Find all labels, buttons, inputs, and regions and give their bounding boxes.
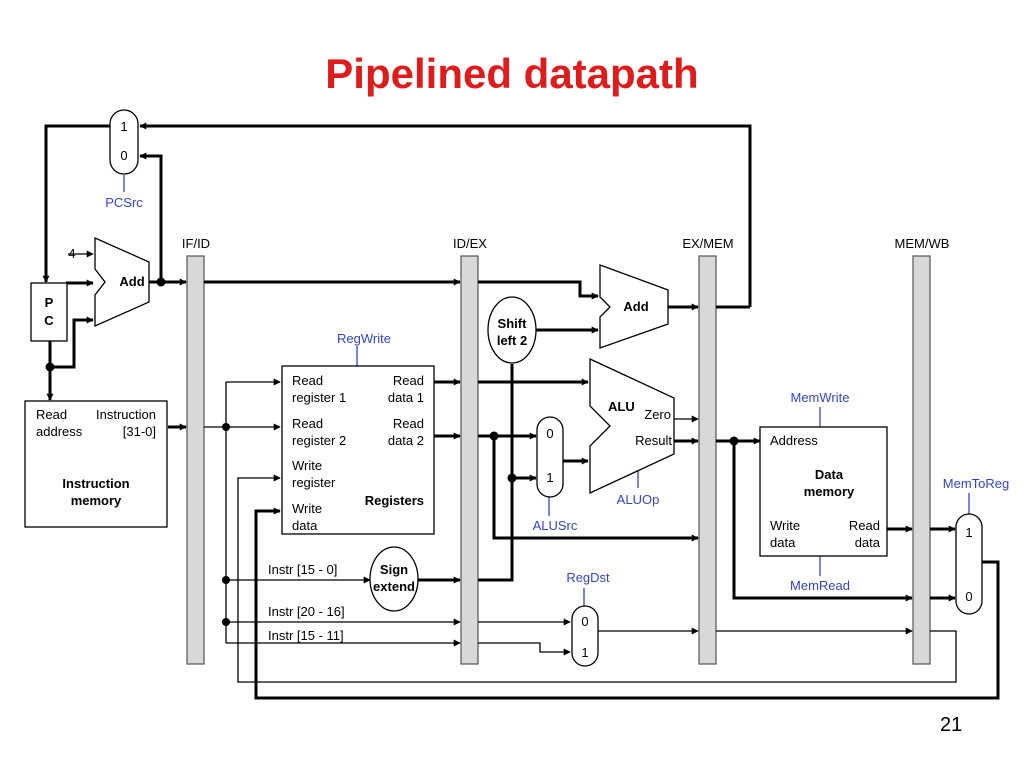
dmem-name-2: memory [804, 484, 855, 499]
dmem-address-label: Address [770, 433, 818, 448]
memread-label: MemRead [790, 578, 850, 593]
pcsrc-label: PCSrc [105, 195, 143, 210]
reg-read-register-2-b: register 2 [292, 433, 346, 448]
imem-instruction-label: Instruction [96, 407, 156, 422]
instr-field-20-16: Instr [20 - 16] [268, 604, 345, 619]
dmem-name-1: Data [815, 467, 844, 482]
memtoreg-mux: 1 0 [955, 513, 983, 615]
reg-write-data-a: Write [292, 501, 322, 516]
id-ex-label: ID/EX [453, 236, 487, 251]
imem-read-label: Read [36, 407, 67, 422]
reg-write-register-b: register [292, 475, 336, 490]
imem-instruction-bits: [31-0] [123, 424, 156, 439]
alu-zero-label: Zero [644, 407, 671, 422]
pc-label-c: C [44, 313, 54, 328]
pcsrc-mux: 1 0 [109, 109, 139, 175]
pc-label-p: P [45, 295, 54, 310]
regdst-mux-input-0: 0 [581, 614, 588, 629]
imem-address-label: address [36, 424, 83, 439]
shift-left-label-2: left 2 [497, 333, 527, 348]
reg-read-data-2-b: data 2 [388, 433, 424, 448]
memwrite-label: MemWrite [791, 390, 850, 405]
junction-dots [45, 277, 739, 626]
id-ex-register [460, 255, 479, 665]
alu-label: ALU [608, 399, 635, 414]
reg-read-data-1-a: Read [393, 373, 424, 388]
registers-name: Registers [365, 493, 424, 508]
reg-read-register-1-b: register 1 [292, 390, 346, 405]
dmem-write-data-b: data [770, 535, 796, 550]
shift-left-2: Shift left 2 [487, 296, 537, 364]
slide-number: 21 [940, 714, 963, 736]
alusrc-mux: 0 1 [536, 416, 564, 498]
branch-adder: Add [599, 264, 669, 349]
reg-write-register-a: Write [292, 458, 322, 473]
branch-adder-label: Add [623, 299, 648, 314]
sign-extend-label-1: Sign [380, 562, 408, 577]
ex-mem-register [698, 255, 717, 665]
reg-read-data-2-a: Read [393, 416, 424, 431]
mem-wb-register [912, 255, 931, 665]
sign-extend: Sign extend [369, 546, 419, 612]
wires-thick [42, 122, 1000, 700]
ex-mem-label: EX/MEM [682, 236, 733, 251]
reg-read-register-1-a: Read [292, 373, 323, 388]
regwrite-label: RegWrite [337, 331, 391, 346]
regdst-mux: 0 1 [571, 605, 599, 667]
sign-extend-label-2: extend [373, 579, 415, 594]
if-id-label: IF/ID [182, 236, 210, 251]
mem-wb-label: MEM/WB [895, 236, 950, 251]
instr-field-15-0: Instr [15 - 0] [268, 562, 337, 577]
dmem-write-data-a: Write [770, 518, 800, 533]
program-counter: P C [30, 282, 68, 342]
pcsrc-mux-input-1: 1 [120, 119, 127, 134]
constant-four: 4 [68, 246, 75, 261]
imem-name-1: Instruction [62, 476, 129, 491]
slide-title: Pipelined datapath [325, 50, 699, 97]
alu-result-label: Result [635, 433, 672, 448]
alu: ALU Zero Result [589, 357, 675, 495]
memtoreg-mux-input-1: 1 [965, 525, 972, 540]
pipeline-registers: IF/ID ID/EX EX/MEM MEM/WB [182, 236, 950, 665]
aluop-label: ALUOp [617, 492, 660, 507]
alusrc-mux-input-1: 1 [546, 470, 553, 485]
pc-adder: Add [94, 236, 150, 328]
memtoreg-label: MemToReg [943, 476, 1009, 491]
if-id-register [186, 255, 205, 665]
data-memory: Address Data memory Write data Read data [759, 426, 888, 557]
alusrc-mux-input-0: 0 [546, 426, 553, 441]
reg-write-data-b: data [292, 518, 318, 533]
dmem-read-data-b: data [855, 535, 881, 550]
regdst-label: RegDst [566, 570, 610, 585]
shift-left-label-1: Shift [498, 316, 528, 331]
reg-read-register-2-a: Read [292, 416, 323, 431]
alusrc-label: ALUSrc [533, 518, 578, 533]
instr-field-15-11: Instr [15 - 11] [268, 628, 344, 643]
pc-adder-label: Add [119, 274, 144, 289]
wires-thin [68, 250, 957, 683]
control-wires [123, 175, 970, 606]
instruction-memory: Read address Instruction [31-0] Instruct… [24, 400, 168, 528]
pcsrc-mux-input-0: 0 [120, 148, 127, 163]
memtoreg-mux-input-0: 0 [965, 589, 972, 604]
imem-name-2: memory [71, 493, 122, 508]
dmem-read-data-a: Read [849, 518, 880, 533]
register-file: Read register 1 Read register 2 Write re… [281, 365, 435, 535]
reg-read-data-1-b: data 1 [388, 390, 424, 405]
regdst-mux-input-1: 1 [581, 645, 588, 660]
